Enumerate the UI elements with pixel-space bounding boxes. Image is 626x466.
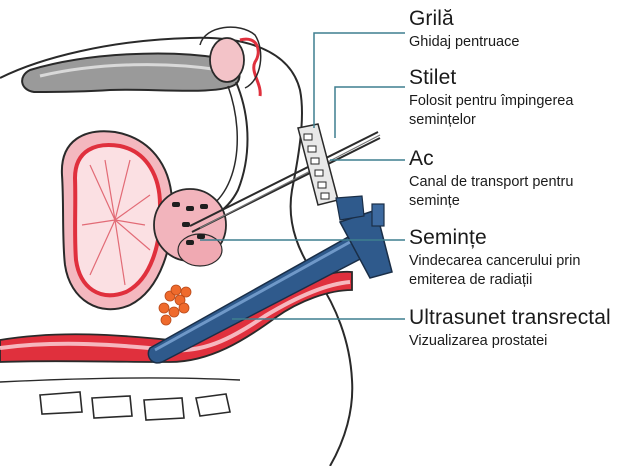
label-stilet-title: Stilet — [409, 66, 624, 90]
label-ultrasunet-title: Ultrasunet transrectal — [409, 306, 611, 330]
label-ac: Ac Canal de transport pentru semințe — [409, 147, 614, 211]
label-ac-desc: Canal de transport pentru semințe — [409, 173, 614, 211]
spine-vertebrae — [40, 392, 230, 420]
label-seminte-title: Semințe — [409, 226, 614, 250]
label-ac-title: Ac — [409, 147, 614, 171]
label-grila-desc: Ghidaj pentruace — [409, 33, 519, 52]
label-seminte-desc: Vindecarea cancerului prin emiterea de r… — [409, 252, 614, 290]
label-grila-title: Grilă — [409, 7, 519, 31]
label-ultrasunet: Ultrasunet transrectal Vizualizarea pros… — [409, 306, 611, 351]
leader-stilet — [335, 87, 405, 138]
label-ultrasunet-desc: Vizualizarea prostatei — [409, 332, 611, 351]
label-stilet-desc: Folosit pentru împingerea semințelor — [409, 92, 624, 130]
leader-grila — [314, 33, 405, 128]
label-seminte: Semințe Vindecarea cancerului prin emite… — [409, 226, 614, 290]
label-stilet: Stilet Folosit pentru împingerea semințe… — [409, 66, 624, 130]
label-grila: Grilă Ghidaj pentruace — [409, 7, 519, 52]
testis — [210, 38, 244, 82]
lower-body-line — [0, 378, 240, 382]
seminal-cluster — [159, 285, 191, 325]
